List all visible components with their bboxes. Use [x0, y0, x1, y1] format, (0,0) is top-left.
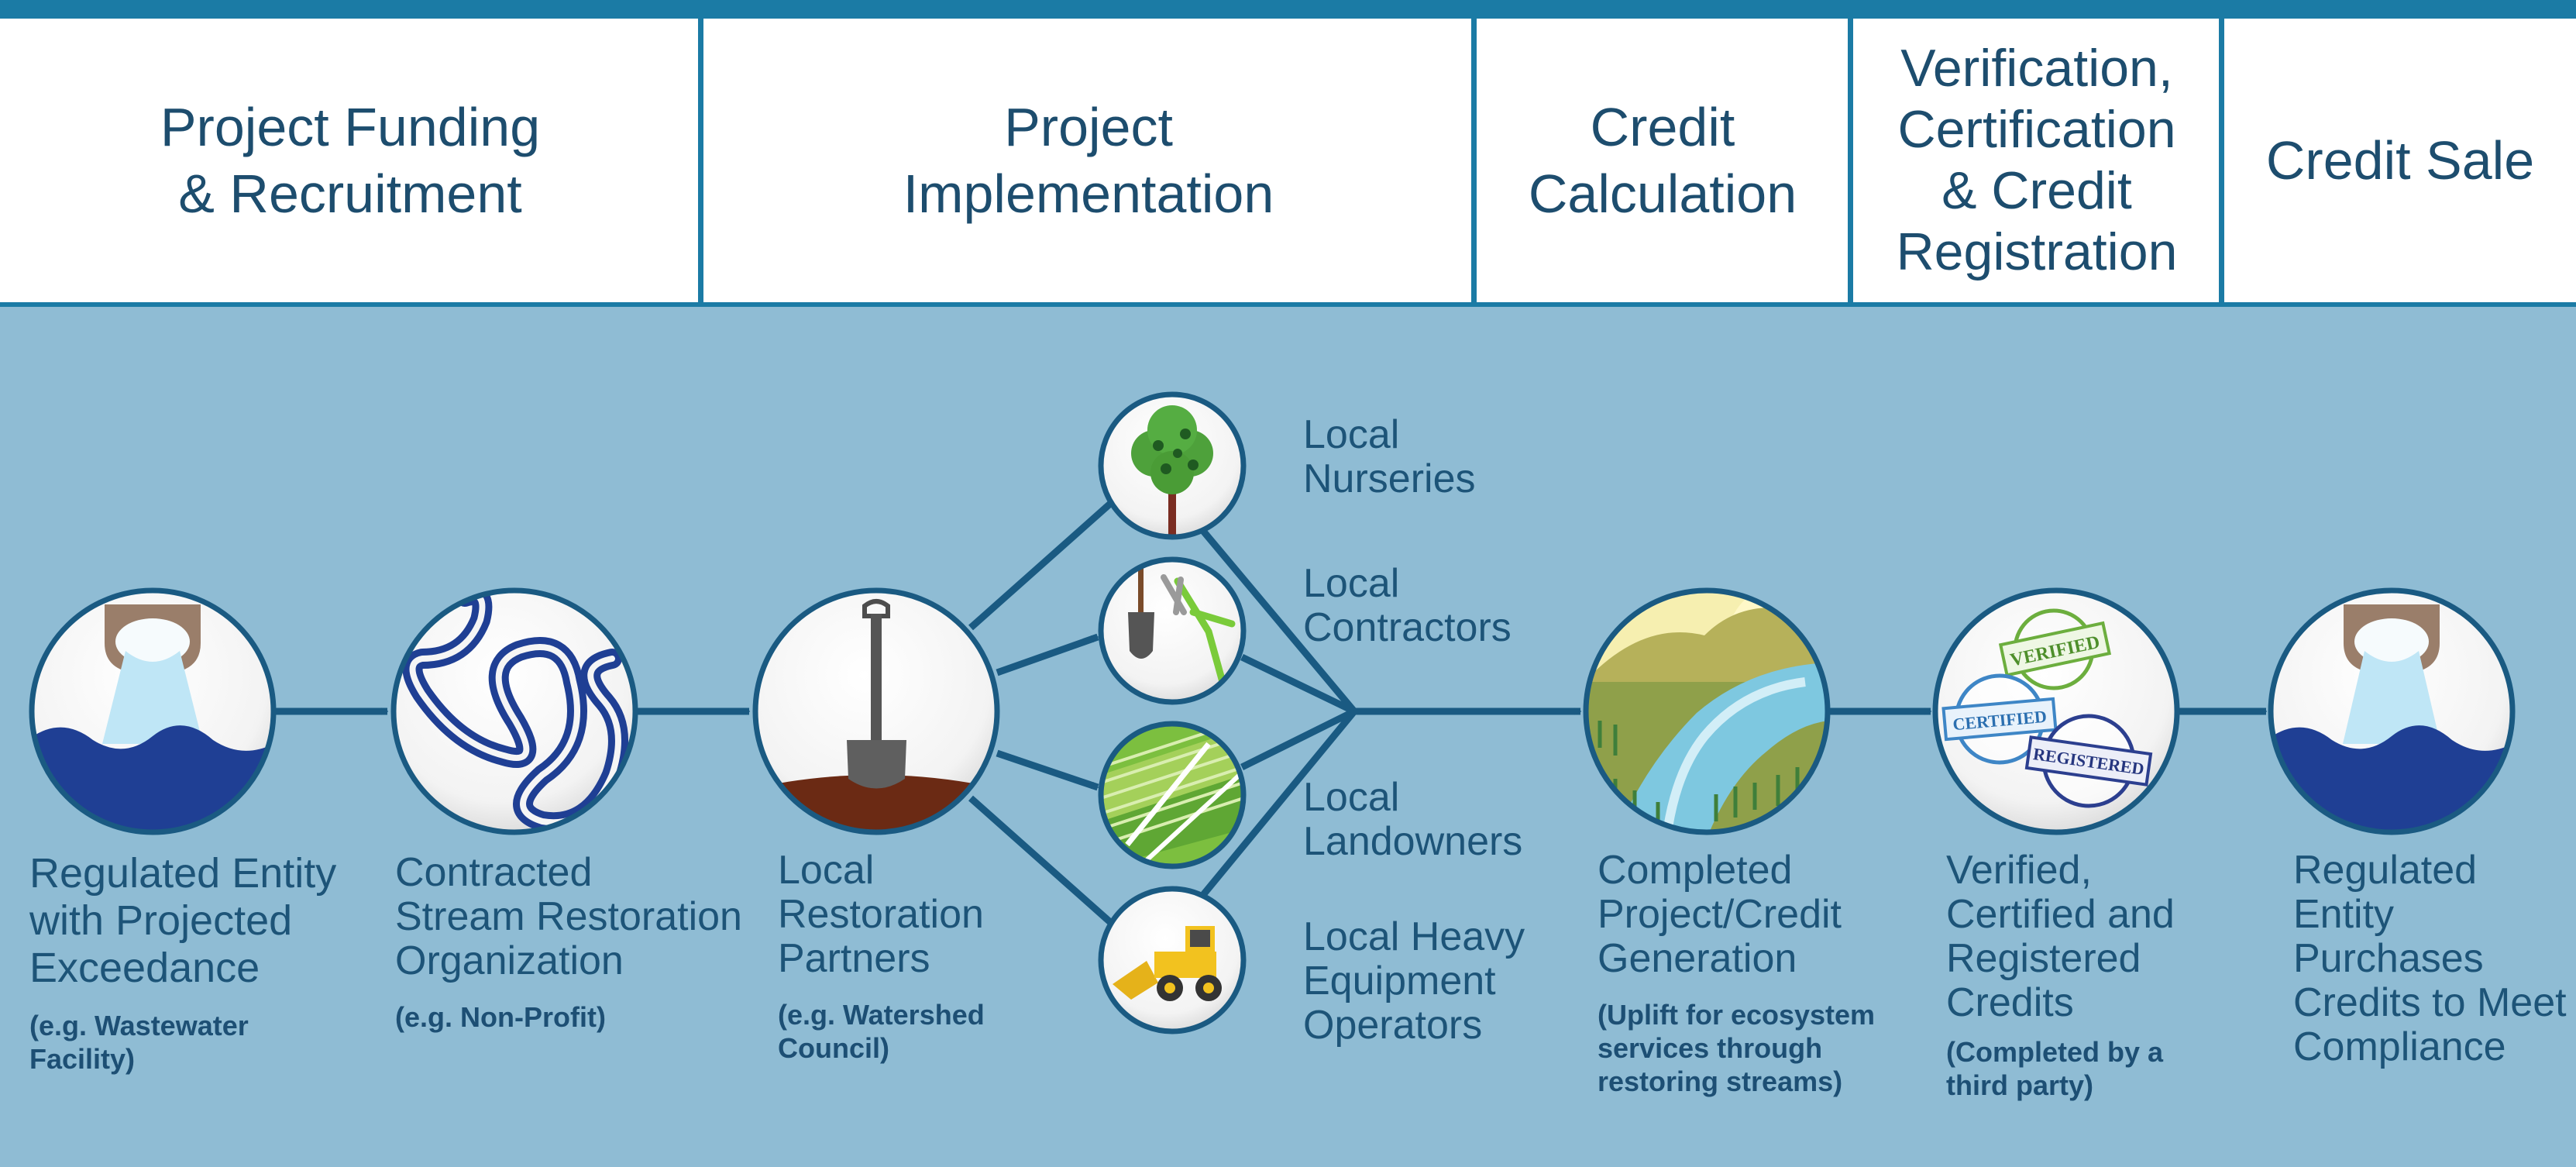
outflow-pipe-icon: [29, 587, 277, 835]
stage-header: Project Funding & Recruitment Project Im…: [0, 19, 2576, 307]
label-credit-generation: Completed Project/Credit Generation: [1598, 848, 1842, 981]
arrow-to-operators: [968, 795, 1113, 925]
label-purchase: Regulated Entity Purchases Credits to Me…: [2293, 848, 2567, 1069]
arrow-to-nurseries: [968, 501, 1113, 631]
example-restoration-partners: (e.g. Watershed Council): [778, 999, 985, 1064]
example-regulated-entity: (e.g. Wastewater Facility): [29, 1010, 249, 1075]
top-accent-bar: [0, 0, 2576, 19]
label-landowners: Local Landowners: [1303, 775, 1523, 864]
flow-arrows: [276, 501, 2266, 925]
tools-icon: [1098, 556, 1247, 705]
arrow-from-operators: [1199, 709, 1357, 898]
stage-credit-sale: Credit Sale: [2265, 130, 2535, 191]
outflow-pipe-icon: [2268, 587, 2516, 835]
stage-verification-certification: Verification, Certification & Credit Reg…: [1896, 39, 2178, 281]
stage-divider: [1471, 19, 1477, 302]
stage-project-implementation: Project Implementation: [903, 97, 1274, 224]
label-equipment-operators: Local Heavy Equipment Operators: [1303, 914, 1525, 1048]
certified-stamp: CERTIFIED: [1941, 673, 2058, 765]
stage-credit-calculation: Credit Calculation: [1528, 97, 1797, 224]
meandering-stream-icon: [390, 587, 638, 835]
registered-stamp: REGISTERED: [2024, 714, 2153, 808]
stage-funding-recruitment: Project Funding & Recruitment: [160, 97, 541, 224]
example-restoration-org: (e.g. Non-Profit): [395, 1001, 606, 1033]
example-verified-credits: (Completed by a third party): [1946, 1036, 2164, 1101]
bulldozer-icon: [1098, 886, 1247, 1034]
label-nurseries: Local Nurseries: [1303, 412, 1476, 501]
arrow-from-landowners: [1240, 707, 1357, 771]
example-credit-generation: (Uplift for ecosystem services through r…: [1598, 999, 1876, 1097]
label-verified-credits: Verified, Certified and Registered Credi…: [1946, 848, 2175, 1025]
stamps-icon: VERIFIED CERTIFIED REGISTERED: [1932, 587, 2180, 835]
label-regulated-entity: Regulated Entity with Projected Exceedan…: [29, 850, 337, 991]
arrow-from-contractors: [1240, 653, 1356, 715]
restored-stream-icon: [1583, 587, 1831, 835]
stage-divider: [698, 19, 703, 302]
arrow-to-landowners: [996, 749, 1098, 791]
stage-divider: [2219, 19, 2224, 302]
arrow-from-nurseries: [1199, 528, 1357, 714]
farmland-icon: [1098, 721, 1247, 869]
tree-icon: [1098, 391, 1247, 540]
label-restoration-org: Contracted Stream Restoration Organizati…: [395, 850, 742, 983]
shovel-icon: [752, 587, 1000, 835]
stage-divider: [1848, 19, 1853, 302]
arrow-to-contractors: [996, 633, 1098, 676]
label-contractors: Local Contractors: [1303, 561, 1512, 650]
label-restoration-partners: Local Restoration Partners: [778, 848, 984, 981]
